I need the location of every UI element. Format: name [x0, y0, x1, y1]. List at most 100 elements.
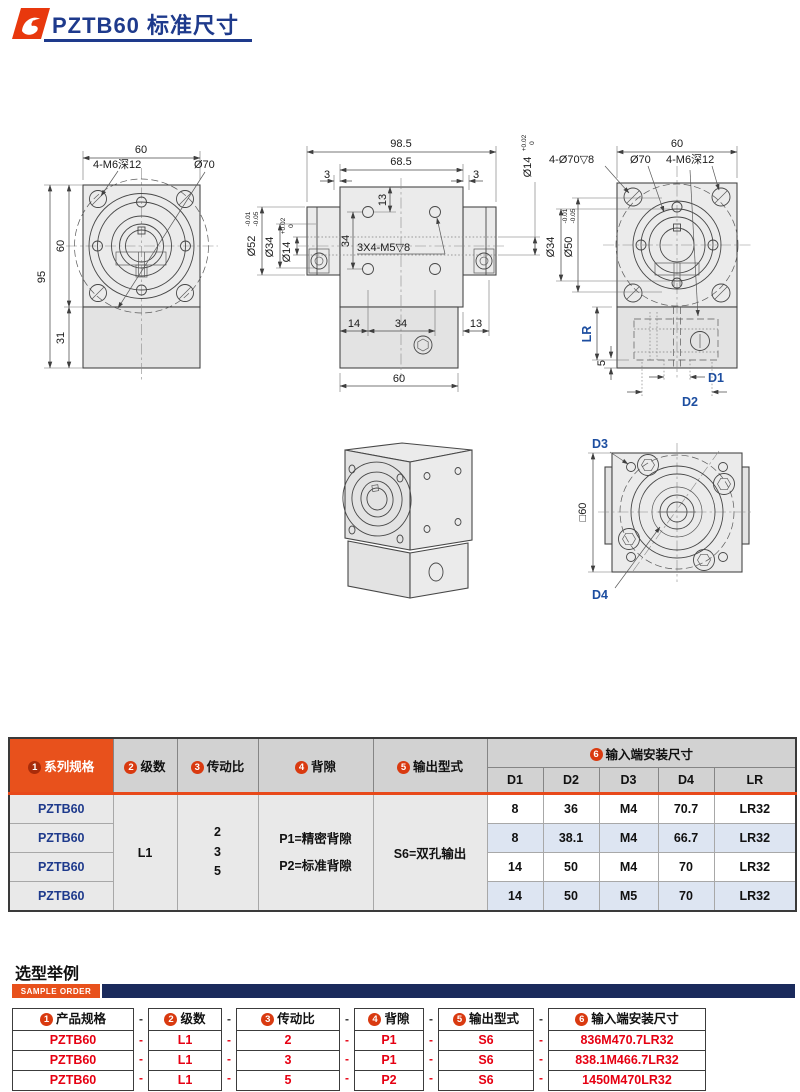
dim-side-collar-dia: Ø34: [264, 237, 276, 258]
dash-separator-col: - - - -: [429, 1012, 433, 1085]
dim-side-hole-span-h: 34: [395, 318, 407, 330]
dim-front-flange-dia: Ø70: [194, 159, 215, 171]
corner-screws: [623, 187, 731, 303]
series-cell: PZTB60: [8, 881, 114, 912]
badge-1: 1: [28, 760, 42, 774]
dim-side-offset-left: 3: [324, 169, 330, 181]
dim-side-shaft-dia: Ø52: [246, 236, 258, 257]
value-cell: 66.7: [657, 823, 715, 853]
value-cell: 50: [542, 852, 600, 882]
hex-socket-screws: [618, 454, 735, 571]
backlash-cell: P1=精密背隙 P2=标准背隙: [257, 793, 374, 912]
value-cell: 70: [657, 852, 715, 882]
spec-row: PZTB60 8 38.1 M4 66.7 LR32: [8, 823, 797, 853]
front-view-drawing: 60 4-M6深12 Ø70 95 60 31: [36, 144, 218, 380]
dim-right-pilot-tol-d: -0.05: [570, 208, 577, 223]
value-cell: M4: [598, 823, 659, 853]
dim-bottom-square60: □60: [577, 503, 589, 522]
subheader-d2: D2: [542, 767, 600, 795]
subheader-d4: D4: [657, 767, 715, 795]
dim-right-flange-dia: Ø70: [630, 154, 651, 166]
dim-right-d2-label: D2: [682, 395, 698, 409]
sample-order-tag: SAMPLE ORDER: [12, 984, 100, 998]
dim-side-bore-tol-d: 0: [288, 224, 295, 228]
value-cell: 50: [542, 881, 600, 912]
value-cell: LR32: [713, 881, 797, 912]
dim-right-gap5: 5: [596, 360, 608, 366]
dash-separator-col: - - - -: [227, 1012, 231, 1085]
dash-separator-col: - - - -: [345, 1012, 349, 1085]
value-cell: M4: [598, 852, 659, 882]
dim-side-hole-left: 14: [348, 318, 360, 330]
dim-front-total-height: 95: [36, 271, 48, 283]
dim-side-bore-tol-u: +0.02: [280, 217, 287, 234]
title-underline: [44, 39, 252, 42]
series-cell: PZTB60: [8, 793, 114, 824]
dim-right-cbore-note: 4-Ø70▽8: [549, 154, 594, 166]
corner-screws: [89, 190, 194, 302]
dim-side-body-width: 68.5: [390, 156, 411, 168]
spec-row: PZTB60 L1 2 3 5 P1=精密背隙 P2=标准背隙 S6=双孔输出 …: [8, 793, 797, 912]
dim-side-hole-top: 13: [377, 194, 389, 206]
side-view-drawing: 98.5 68.5 3 3 13 34 14 34 13 60 3X4-M5▽8: [245, 134, 540, 392]
value-cell: 14: [486, 881, 544, 912]
dash-separator-col: - - - -: [539, 1012, 543, 1085]
badge-5: 5: [396, 760, 410, 774]
dim-bottom-d4-label: D4: [592, 588, 608, 602]
value-cell: LR32: [713, 852, 797, 882]
ratio-cell: 2 3 5: [176, 793, 259, 912]
dim-front-lower-height: 31: [55, 332, 67, 344]
dash-separator-col: - - - -: [139, 1012, 143, 1085]
dim-side-total-width: 98.5: [390, 138, 411, 150]
logo-dot: [32, 20, 36, 24]
dim-side-offset-right: 3: [473, 169, 479, 181]
dim-right-screw-note: 4-M6深12: [666, 153, 714, 166]
series-cell: PZTB60: [8, 823, 114, 853]
badge-2: 2: [124, 760, 138, 774]
iso-flange: [342, 461, 412, 537]
value-cell: 8: [486, 793, 544, 824]
value-cell: M5: [598, 881, 659, 912]
subheader-d3: D3: [598, 767, 659, 795]
right-view-drawing: 60 4-Ø70▽8 Ø70 4-M6深12 Ø34 Ø50 -0.01 -0.…: [545, 138, 751, 409]
isometric-view-drawing: [342, 442, 473, 599]
dim-right-width: 60: [671, 138, 683, 150]
value-cell: 36: [542, 793, 600, 824]
dim-front-width: 60: [135, 144, 147, 156]
stage-cell: L1: [112, 793, 178, 912]
badge-4: 4: [294, 760, 308, 774]
value-cell: 38.1: [542, 823, 600, 853]
bottom-view-drawing: D3 D4 □60: [577, 437, 754, 602]
value-cell: LR32: [713, 823, 797, 853]
value-cell: 70.7: [657, 793, 715, 824]
dim-side-shaft-tol-u: -0.01: [245, 211, 252, 226]
logo-swoosh: [22, 17, 40, 35]
dim-side-bore-dia: Ø14: [281, 242, 293, 263]
dim-right-d1-label: D1: [708, 371, 724, 385]
dim-front-flange-height: 60: [55, 240, 67, 252]
dim-side-tap-note: 3X4-M5▽8: [357, 242, 410, 254]
value-cell: 8: [486, 823, 544, 853]
dim-side-step-right: 13: [470, 318, 482, 330]
dim-side-rbore-tol-d: 0: [529, 141, 536, 145]
value-cell: LR32: [713, 793, 797, 824]
spec-row: PZTB60 14 50 M4 70 LR32: [8, 852, 797, 882]
dim-bottom-d3-label: D3: [592, 437, 608, 451]
value-cell: 70: [657, 881, 715, 912]
dim-side-shaft-tol-d: -0.05: [253, 211, 260, 226]
value-cell: 14: [486, 852, 544, 882]
subheader-lr: LR: [713, 767, 797, 795]
badge-3: 3: [190, 760, 204, 774]
